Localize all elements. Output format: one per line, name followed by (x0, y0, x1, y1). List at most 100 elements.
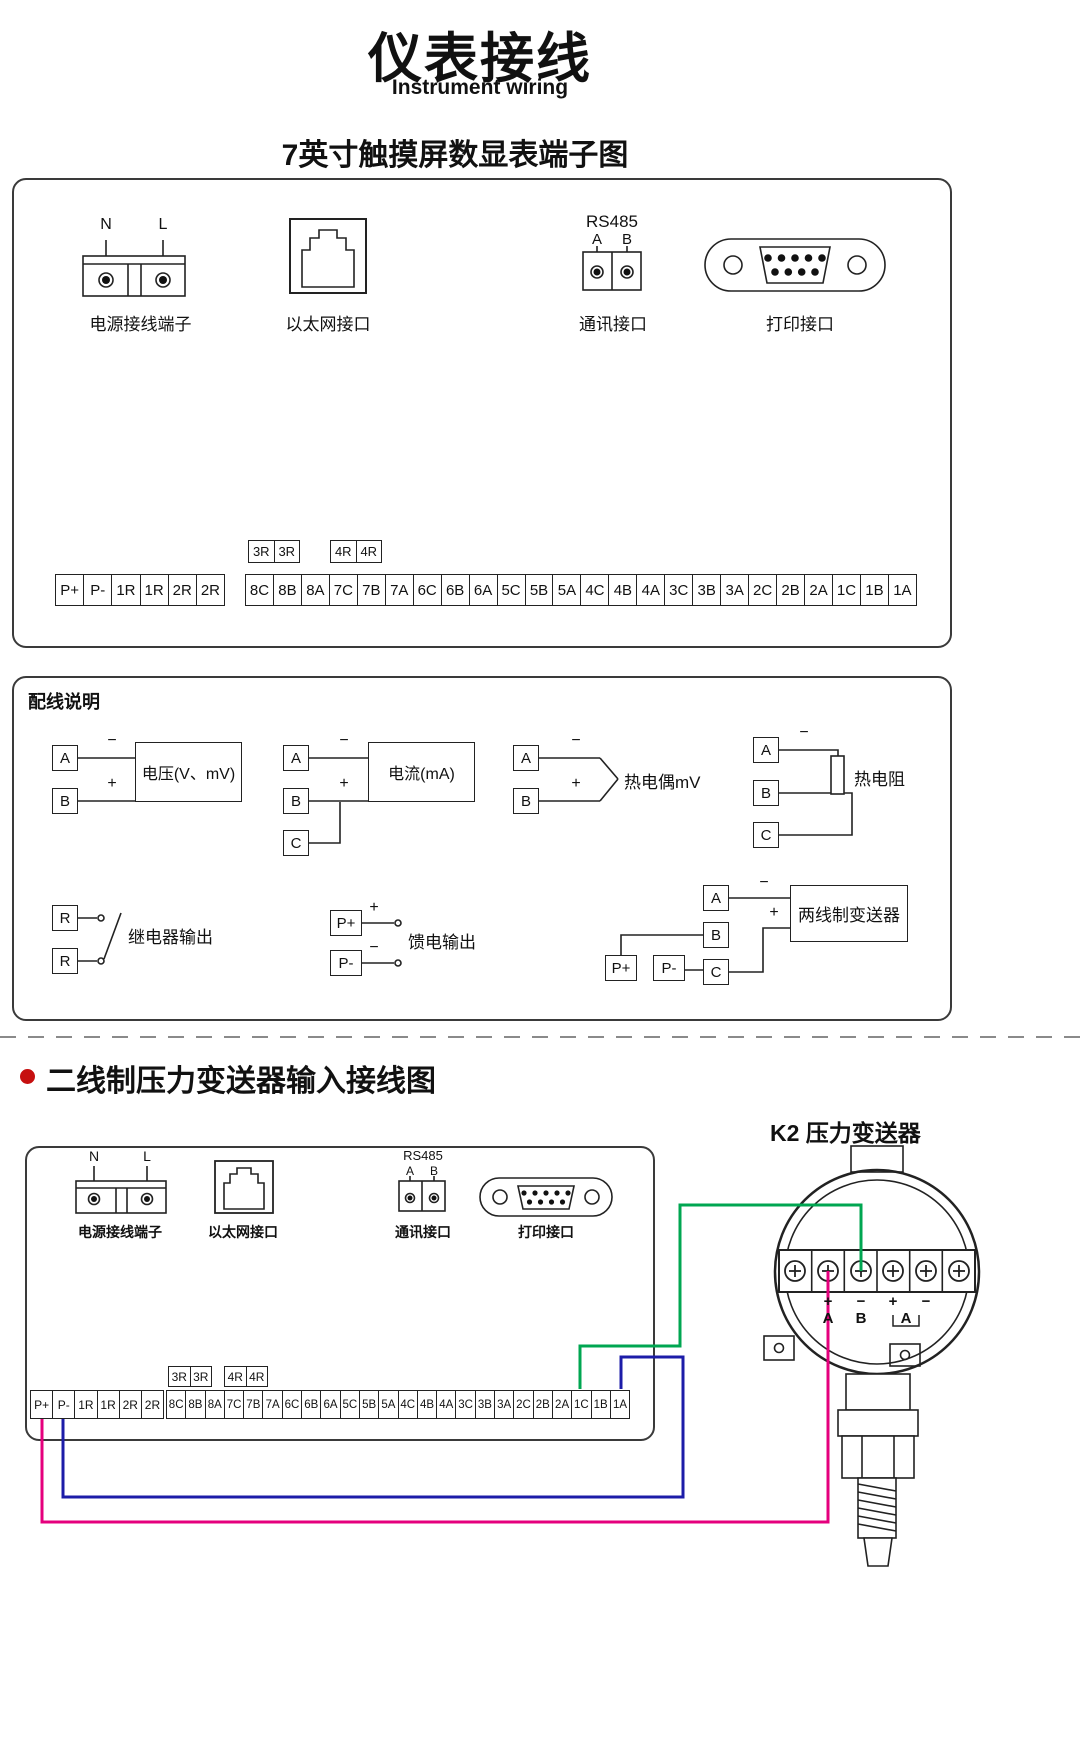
relay-output-label: 继电器输出 (128, 928, 213, 947)
terminal-cell: 2R (168, 574, 197, 606)
terminal-cell: 5B (359, 1390, 380, 1419)
rtd-terminal-b: B (753, 780, 779, 806)
terminal-cell: 1R (97, 1390, 120, 1419)
terminal-cell: 3R (190, 1366, 212, 1387)
terminal-cell: 2R (141, 1390, 165, 1419)
terminal-cell: 3R (248, 540, 275, 563)
terminal-cell: 4B (417, 1390, 438, 1419)
terminal-cell: 6A (321, 1390, 341, 1419)
relay-terminal-r1: R (52, 905, 78, 931)
terminal-cell: 6A (469, 574, 498, 606)
terminal-cell: 4R (246, 1366, 268, 1387)
terminal-cell: 4R (356, 540, 382, 563)
power-pin-n-small: N (88, 1148, 100, 1164)
rs485-title: RS485 (586, 212, 638, 231)
terminal-cell: 4R (224, 1366, 247, 1387)
power-terminal-label: 电源接线端子 (89, 315, 192, 334)
k2-polarity-1: + (823, 1293, 833, 1310)
current-terminal-c: C (283, 830, 309, 856)
comm-port-label: 通讯接口 (579, 315, 647, 334)
terminal-cell: 2B (777, 574, 806, 606)
two-wire-transmitter-box: 两线制变送器 (790, 885, 908, 942)
bullet-icon (20, 1069, 35, 1084)
page-subtitle: Instrument wiring (391, 76, 569, 99)
section3-heading: 二线制压力变送器输入接线图 (46, 1065, 436, 1098)
terminal-cell: 7A (385, 574, 414, 606)
plus-sign: + (571, 775, 581, 792)
current-input-box: 电流(mA) (368, 742, 475, 802)
terminal-cell: 5B (525, 574, 554, 606)
relay-terminal-r2: R (52, 948, 78, 974)
terminal-cell: 2C (514, 1390, 534, 1419)
printer-port-label: 打印接口 (766, 315, 834, 334)
t2w-terminal-b: B (703, 922, 729, 948)
k2-pin-a2: A (900, 1310, 912, 1327)
terminal-cell: P- (84, 574, 113, 606)
minus-sign: − (107, 732, 117, 749)
terminal-cell: 8B (273, 574, 302, 606)
minus-sign: − (799, 724, 809, 741)
terminal-cell: 1C (572, 1390, 592, 1419)
terminal-cell: 2R (196, 574, 226, 606)
terminal-cell: 7B (357, 574, 386, 606)
current-terminal-b: B (283, 788, 309, 814)
terminal-cell: 2A (552, 1390, 573, 1419)
t2w-terminal-a: A (703, 885, 729, 911)
terminal-cell: 6C (282, 1390, 303, 1419)
thermocouple-terminal-a: A (513, 745, 539, 771)
minus-sign: − (369, 939, 379, 956)
terminal-cell: 4A (637, 574, 666, 606)
terminal-cell: 2R (119, 1390, 142, 1419)
terminal-cell: 3B (475, 1390, 496, 1419)
thermocouple-label: 热电偶mV (624, 773, 701, 792)
terminal-cell: 3B (693, 574, 722, 606)
minus-sign: − (759, 874, 769, 891)
thermocouple-terminal-b: B (513, 788, 539, 814)
terminal-cell: 3C (665, 574, 694, 606)
k2-polarity-2: − (856, 1293, 866, 1310)
terminal-cell: 2A (805, 574, 834, 606)
power-pin-l-small: L (143, 1148, 151, 1164)
plus-sign: + (107, 775, 117, 792)
feed-output-label: 馈电输出 (408, 933, 476, 952)
section1-heading: 7英寸触摸屏数显表端子图 (281, 139, 629, 172)
terminal-cell: 1R (140, 574, 169, 606)
rs485-pin-a: A (591, 231, 602, 248)
terminal-cell: 3A (495, 1390, 515, 1419)
comm-port-label-small: 通讯接口 (395, 1224, 451, 1240)
minus-sign: − (339, 732, 349, 749)
terminal-cell: 1R (75, 1390, 98, 1419)
terminal-cell: 5A (553, 574, 582, 606)
terminal-cell: 5C (340, 1390, 360, 1419)
rs485-pin-b-small: B (429, 1164, 438, 1178)
terminal-cell: 8A (301, 574, 330, 606)
dashed-divider (0, 1036, 1080, 1038)
t2w-terminal-c: C (703, 959, 729, 985)
wiring-notes-panel (12, 676, 952, 1021)
printer-port-label-small: 打印接口 (518, 1224, 574, 1240)
terminal-cell: 1A (888, 574, 917, 606)
terminal-cell: 1A (610, 1390, 631, 1419)
terminal-cell: 1C (833, 574, 861, 606)
rs485-pin-a-small: A (405, 1164, 414, 1178)
feed-terminal-pminus: P- (330, 950, 362, 976)
terminal-cell: 8A (205, 1390, 225, 1419)
terminal-cell: 2B (533, 1390, 553, 1419)
voltage-terminal-a: A (52, 745, 78, 771)
terminal-cell: 1R (112, 574, 141, 606)
terminal-cell: 4B (609, 574, 638, 606)
terminal-cell: 4C (581, 574, 610, 606)
terminal-cell: 3R (168, 1366, 191, 1387)
terminal-cell: 4A (437, 1390, 457, 1419)
plus-sign: + (369, 899, 379, 916)
page-title: 仪表接线 (368, 29, 592, 89)
voltage-terminal-b: B (52, 788, 78, 814)
